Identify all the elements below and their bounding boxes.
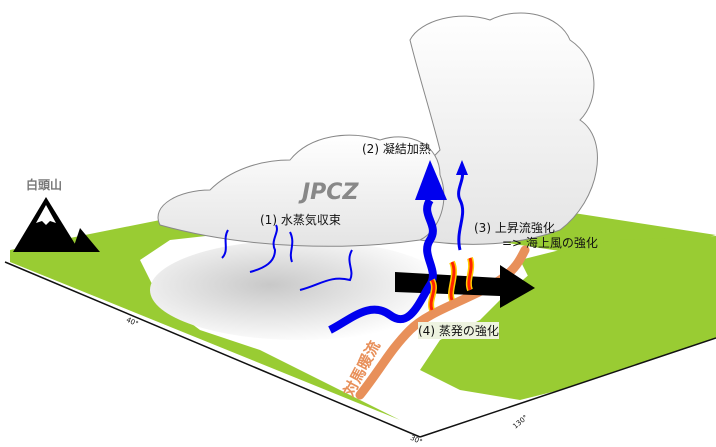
- label-condensation-heating: (2) 凝結加熱: [362, 142, 431, 156]
- updraft-arrowhead-2: [456, 160, 468, 175]
- label-surface-wind: => 海上風の強化: [502, 236, 598, 250]
- label-updraft: (3) 上昇流強化: [474, 221, 555, 235]
- mountain-icon: [13, 197, 100, 252]
- heat-arrows: [428, 257, 475, 312]
- land-asia: [10, 180, 716, 420]
- cumulonimbus-cloud: [409, 12, 598, 245]
- updraft-arrow-2: [457, 169, 465, 251]
- map-edge-left: [4, 261, 421, 438]
- jpcz-label: JPCZ: [302, 180, 359, 205]
- label-evaporation: (4) 蒸発の強化: [418, 322, 499, 339]
- label-water-vapor-convergence: (1) 水蒸気収束: [260, 213, 341, 227]
- tsushima-current: [355, 245, 530, 400]
- convergence-arrows: [221, 224, 353, 291]
- updraft-arrowhead: [415, 160, 447, 200]
- land-japan-north: [520, 236, 716, 300]
- map-edge-right: [419, 337, 716, 438]
- jpcz-cloud: [157, 134, 445, 247]
- mountain-label: 白頭山: [26, 178, 63, 192]
- moisture-inflow-arrow: [328, 197, 437, 334]
